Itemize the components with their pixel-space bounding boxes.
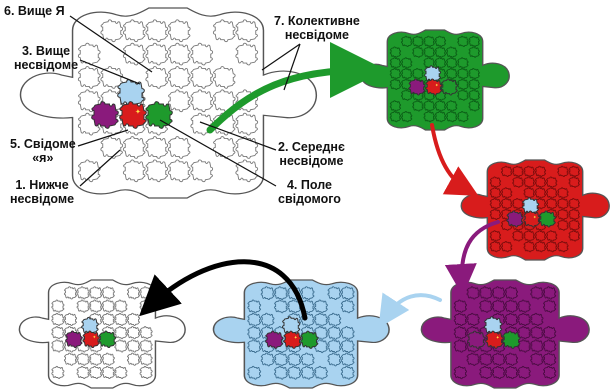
label-middle-unconscious: 2. Середнє несвідоме <box>278 140 345 168</box>
label-field-of-consciousness-line1: 4. Поле <box>286 178 332 192</box>
arrow-white-to-green <box>206 42 386 134</box>
pointer-higher-self <box>69 15 153 73</box>
label-collective-unconscious: 7. Колективне несвідоме <box>274 14 360 42</box>
label-lower-unconscious: 1. Нижче несвідоме <box>10 178 74 206</box>
label-conscious-self-line2: «я» <box>32 151 54 165</box>
pointer-collective-2 <box>283 43 301 91</box>
middle-unconscious-piece <box>502 330 521 349</box>
label-lower-unconscious-line2: несвідоме <box>10 192 75 206</box>
label-conscious-self: 5. Свідоме «я» <box>10 137 76 165</box>
pointer-collective-1 <box>261 43 301 71</box>
pointer-lower-unconscious <box>79 149 121 187</box>
conscious-self-star: ✦ <box>533 214 537 219</box>
middle-unconscious-piece <box>98 330 117 349</box>
pointer-higher-unconscious <box>79 59 141 85</box>
lower-unconscious-piece <box>91 101 119 129</box>
label-middle-unconscious-line1: 2. Середнє <box>278 140 345 154</box>
conscious-self-star: ✦ <box>135 108 141 116</box>
field-of-consciousness-piece <box>119 101 147 129</box>
stage-white-main: ✦ <box>19 7 318 199</box>
middle-unconscious-piece <box>145 101 173 129</box>
lower-unconscious-piece <box>265 330 284 349</box>
conscious-self-star: ✦ <box>93 335 97 341</box>
lower-unconscious-piece <box>506 210 524 228</box>
stage-red: ✦ <box>460 159 610 261</box>
stage-green: ✦ <box>360 29 510 131</box>
stage-purple: ✦ <box>420 279 590 389</box>
lower-unconscious-piece <box>408 78 426 96</box>
label-middle-unconscious-line2: несвідоме <box>279 154 344 168</box>
lower-unconscious-piece <box>467 330 486 349</box>
conscious-self-star: ✦ <box>496 335 500 341</box>
pointer-conscious-self <box>77 129 129 147</box>
label-conscious-self-line1: 5. Свідоме <box>10 137 76 151</box>
lower-unconscious-piece <box>65 330 83 349</box>
arrow-red-to-purple <box>444 220 500 296</box>
pointer-field-of-consciousness <box>159 119 277 187</box>
middle-unconscious-piece <box>300 330 319 349</box>
stage-lightblue: ✦ <box>212 279 390 389</box>
field-of-consciousness-piece <box>425 78 443 96</box>
label-higher-self: 6. Вище Я <box>4 4 65 18</box>
label-higher-unconscious: 3. Вище несвідоме <box>14 44 78 72</box>
conscious-self-star: ✦ <box>435 82 439 87</box>
field-of-consciousness-piece <box>523 210 541 228</box>
conscious-self-star: ✦ <box>294 335 298 341</box>
label-higher-self-text: 6. Вище Я <box>4 4 65 18</box>
field-of-consciousness-piece <box>82 330 101 349</box>
field-of-consciousness-piece <box>283 330 302 349</box>
arrow-blue-to-white <box>139 259 308 321</box>
arrow-purple-to-blue <box>378 292 442 329</box>
label-field-of-consciousness-line2: свідомого <box>278 192 341 206</box>
middle-unconscious-piece <box>538 210 556 228</box>
label-collective-unconscious-line1: 7. Колективне <box>274 14 360 28</box>
label-collective-unconscious-line2: несвідоме <box>284 28 349 42</box>
label-field-of-consciousness: 4. Поле свідомого <box>278 178 341 206</box>
label-higher-unconscious-line1: 3. Вище <box>21 44 71 58</box>
label-higher-unconscious-line2: несвідоме <box>14 58 79 72</box>
pointer-middle-unconscious <box>199 121 277 151</box>
field-of-consciousness-piece <box>485 330 504 349</box>
middle-unconscious-piece <box>440 78 458 96</box>
arrow-green-to-red <box>430 123 479 196</box>
label-lower-unconscious-line1: 1. Нижче <box>15 178 69 192</box>
